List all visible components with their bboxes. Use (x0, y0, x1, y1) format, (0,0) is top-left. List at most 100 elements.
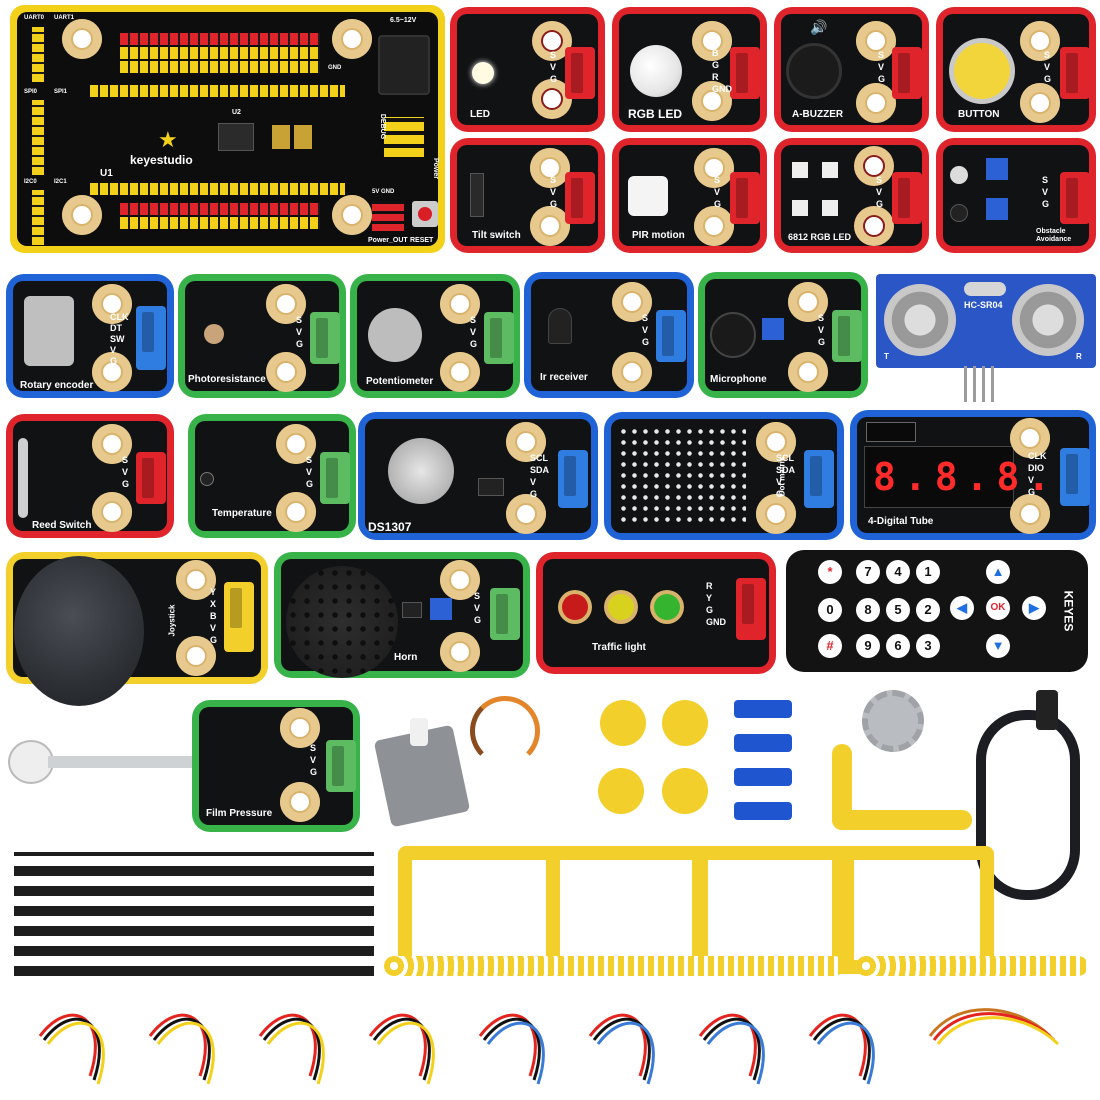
arrow-right-icon: ▶ (1022, 596, 1046, 620)
module-photoresistance: S V G Photoresistance (178, 274, 346, 398)
usb-cable (976, 690, 1086, 910)
capacitor-c1 (272, 125, 290, 149)
pin-labels: S V G (306, 455, 314, 489)
seven-seg-display: 8.8.8.8 (864, 446, 1081, 508)
connector (136, 452, 166, 504)
thermistor (200, 472, 214, 486)
module-label: Film Pressure (206, 808, 273, 819)
dupont-cable-bundle (30, 996, 1070, 1092)
mount-hole (276, 424, 316, 464)
module-button: S V G BUTTON (936, 7, 1096, 132)
pressure-tail (48, 756, 208, 768)
mount-hole (756, 494, 796, 534)
module-a-buzzer: 🔊 S V G A-BUZZER (774, 7, 929, 132)
module-label: Ir receiver (540, 372, 588, 383)
display-digits: 8.8.8.8 (873, 455, 1090, 499)
ir-emitter (950, 166, 968, 184)
red-led (562, 594, 588, 620)
amp-chip (402, 602, 422, 618)
pin-labels: CLK DT SW V G (110, 312, 129, 366)
mcu-header-top (90, 85, 345, 97)
mount-hole (1010, 494, 1050, 534)
pin-labels: S V G (550, 50, 558, 84)
mount-hole (332, 195, 372, 235)
yellow-l-beam (832, 744, 852, 830)
pin-labels: S V G (122, 455, 130, 489)
pin-labels: S V G (1042, 175, 1050, 209)
yellow-frame (398, 846, 560, 974)
yellow-led (608, 594, 634, 620)
module-label: A-BUZZER (792, 109, 844, 120)
pin-labels: CLK DIO V G (1028, 451, 1047, 497)
mount-hole (856, 21, 896, 61)
mount-hole (92, 284, 132, 324)
module-tilt-switch: S V G Tilt switch (450, 138, 605, 253)
cable-bundle-svg (38, 1008, 1060, 1085)
mount-hole (280, 708, 320, 748)
buzzer-body (786, 43, 842, 99)
i2c0-label: I2C0 (24, 179, 37, 185)
power-label: Power (432, 157, 440, 180)
mount-hole (788, 282, 828, 322)
module-label: Photoresistance (188, 374, 266, 385)
servo-motor (372, 712, 482, 828)
voltage-regulator (218, 123, 254, 151)
mount-hole (530, 206, 570, 246)
ir-receiver-chip (548, 308, 572, 344)
left-header-uart (32, 27, 44, 82)
module-traffic-light: R Y G GND Traffic light (536, 552, 776, 674)
top-yellow-header-2 (120, 61, 320, 73)
mount-hole (1010, 418, 1050, 458)
led-dot-grid (618, 426, 746, 526)
mount-hole (176, 560, 216, 600)
mount-hole (694, 206, 734, 246)
module-label: Tilt switch (472, 230, 521, 241)
mount-hole (440, 284, 480, 324)
top-yellow-header (120, 47, 320, 59)
mount-hole (694, 148, 734, 188)
module-label: PIR motion (632, 230, 685, 241)
gnd-label: GND (328, 65, 342, 71)
arrow-down-icon: ▼ (986, 634, 1010, 658)
remote-key: 8 (856, 598, 880, 622)
remote-key: 7 (856, 560, 880, 584)
connector (326, 740, 356, 792)
module-label: Reed Switch (32, 520, 92, 531)
mount-hole (506, 422, 546, 462)
mount-hole (440, 632, 480, 672)
connector (804, 450, 834, 508)
module-potentiometer: S V G Potentiometer (350, 274, 520, 398)
t-label: T (884, 352, 889, 361)
joystick-cap (14, 556, 144, 706)
pin-labels: B G R GND (712, 48, 732, 94)
mount-hole (440, 352, 480, 392)
u2-label: U2 (232, 109, 241, 116)
model-label: HC-SR04 (964, 300, 1003, 310)
module-label: LED (470, 109, 490, 120)
main-controller-board: ★ keyestudio U1 U2 6.5~12V DEBUG Power P… (10, 5, 445, 253)
mount-hole (530, 148, 570, 188)
mount-hole (332, 19, 372, 59)
mount-hole (92, 352, 132, 392)
connector (136, 306, 166, 370)
connector (656, 310, 686, 362)
pin-labels: S V G (876, 175, 884, 209)
blue-axle-pin (734, 768, 792, 786)
pin-labels: SCL SDA V G (776, 453, 796, 499)
mount-hole (506, 494, 546, 534)
mount-hole (276, 492, 316, 532)
remote-key: * (818, 560, 842, 584)
connector (730, 172, 760, 224)
connector (565, 47, 595, 99)
mount-hole (612, 282, 652, 322)
ir-remote: * 7 4 1 0 8 5 2 # 9 6 3 ▲ ◀ OK ▶ ▼ KEYES (786, 550, 1088, 672)
mount-hole (1020, 83, 1060, 123)
remote-key: 5 (886, 598, 910, 622)
speaker-icon: 🔊 (810, 19, 828, 35)
connector (736, 578, 766, 640)
mount-hole (692, 21, 732, 61)
pin-labels: SCL SDA V G (530, 453, 550, 499)
ultrasonic-transducer (1012, 284, 1084, 356)
power-out-header (372, 201, 404, 231)
pir-lens (628, 176, 668, 216)
